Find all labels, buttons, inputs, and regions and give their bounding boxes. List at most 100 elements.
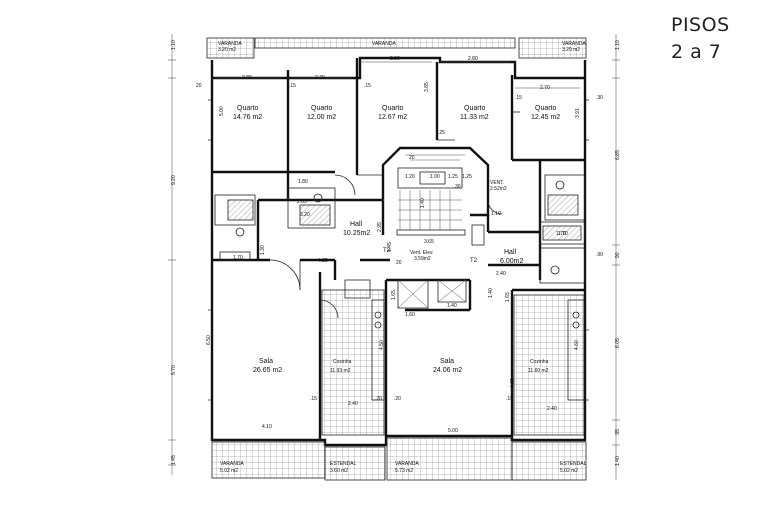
balcony-top-right-label: VARANDA <box>562 41 586 47</box>
dim-elev-2: 1.40 <box>447 303 457 309</box>
room-q4-name: Quarto <box>464 105 486 112</box>
dim-right-3: 6.05 <box>615 338 621 348</box>
room-sala-right-name: Sala <box>440 358 454 365</box>
dim-left-2: 5.70 <box>171 365 177 375</box>
balcony-bottom-mid-label: VARANDA <box>395 461 419 467</box>
vent-name: VENT. <box>490 180 504 186</box>
dim-elev-3: 1.40 <box>488 288 494 298</box>
dim-right-hall: 2.40 <box>496 271 506 277</box>
vent-elev-name: Vent. Elev. <box>410 250 434 256</box>
dim-elev-1: 1.60 <box>405 312 415 318</box>
bedroom-walls <box>212 58 585 200</box>
dim-small-7: .30 <box>596 95 603 101</box>
outer-walls <box>210 56 587 447</box>
room-q5-area: 12.45 m2 <box>531 114 560 121</box>
room-cozinha-right-name: Cozinha <box>530 359 549 365</box>
dim-wc-2: 3.20 <box>300 212 310 218</box>
dim-right-2: 90 <box>615 252 621 258</box>
dim-mid-1: 20 <box>396 260 402 266</box>
dim-top-3: 2.80 <box>390 56 400 62</box>
room-q3-name: Quarto <box>382 105 404 112</box>
room-hall-right-area: 6.00m2 <box>500 258 523 265</box>
dim-stair-3: 1.25 <box>448 174 458 180</box>
dim-bot-0: .15 <box>310 396 317 402</box>
dim-small-5: .15 <box>515 95 522 101</box>
dim-sala-w-r: 5.00 <box>448 428 458 434</box>
dim-mid-0: 4.85 <box>318 258 328 264</box>
dim-small-2: .15 <box>364 83 371 89</box>
room-sala-left-name: Sala <box>259 358 273 365</box>
room-hall-right-name: Hall <box>504 249 517 256</box>
room-sala-left-area: 26.65 m2 <box>253 367 282 374</box>
dim-bot-3: .15 <box>506 396 513 402</box>
lower-dimensions: 6.50 4.10 5.00 2.40 2.40 4.50 4.60 4.65 … <box>206 335 580 434</box>
bathroom-left <box>214 187 336 261</box>
estendal-right-label: ESTENDAL <box>560 461 587 467</box>
bottom-balconies: VARANDA 5.02 m2 ESTENDAL 3.60 m2 VARANDA… <box>211 437 587 481</box>
estendal-left-area: 3.60 m2 <box>330 468 348 474</box>
dim-bot-1: .20 <box>394 396 401 402</box>
kitchens <box>321 289 585 436</box>
dim-stair-0: 20 <box>409 155 415 161</box>
dim-mid-3: 1.10 <box>491 211 501 217</box>
balcony-top-mid-label: VARANDA <box>372 41 396 47</box>
room-sala-right-area: 24.06 m2 <box>433 367 462 374</box>
balcony-top-left-label: VARANDA <box>218 41 242 47</box>
room-q1-name: Quarto <box>237 105 259 112</box>
dim-wc-1: 1.70 <box>556 231 566 237</box>
room-q2-area: 12.00 m2 <box>307 114 336 121</box>
balcony-bottom-left-label: VARANDA <box>220 461 244 467</box>
dim-sala-w-l: 4.10 <box>262 424 272 430</box>
title-line-2: 2 a 7 <box>671 41 721 63</box>
dim-stair-1: 1.20 <box>405 174 415 180</box>
dim-elev-0: 1.65 <box>391 290 397 300</box>
room-cozinha-right-area: 11.60 m2 <box>528 368 549 374</box>
dim-left-3: 1.45 <box>171 455 177 465</box>
bathroom-right <box>539 174 586 284</box>
dim-right-0: 1.10 <box>615 40 621 50</box>
dim-small-6: 20 <box>196 83 202 89</box>
dim-q5-h: 3.91 <box>575 108 581 118</box>
room-q1-area: 14.76 m2 <box>233 114 262 121</box>
dim-right-4: .95 <box>615 429 621 436</box>
vent-area: 2.52m2 <box>490 186 507 192</box>
estendal-left-label: ESTENDAL <box>330 461 357 467</box>
dim-top-5: 2.70 <box>540 85 550 91</box>
title-line-1: PISOS <box>671 14 730 36</box>
dim-sala-r-h: 4.65 <box>510 378 516 388</box>
balcony-bottom-left-area: 5.02 m2 <box>220 468 238 474</box>
room-hall-left-name: Hall <box>350 221 363 228</box>
dim-top-2: 2.70 <box>315 75 325 81</box>
dim-stair-6: 30 <box>455 184 461 190</box>
dim-stair-4: 1.25 <box>462 174 472 180</box>
dim-q4-h: 3.85 <box>424 82 430 92</box>
left-axis: 1.10 9.20 5.70 1.45 <box>168 34 177 475</box>
room-q2-name: Quarto <box>311 105 333 112</box>
dim-elev-4: 1.65 <box>505 292 511 302</box>
room-q4-area: 11.33 m2 <box>460 114 489 121</box>
dim-small-4: .25 <box>438 130 445 136</box>
dim-left-1: 9.20 <box>171 175 177 185</box>
top-balconies: VARANDA 3.20 m2 VARANDA VARANDA 3.20 m2 <box>206 37 586 59</box>
dim-coz-w-l: 2.40 <box>348 401 358 407</box>
dim-coz-h-r: 4.60 <box>574 340 580 350</box>
dim-mid-2: 1.45 <box>387 242 393 252</box>
dim-small-1: .15 <box>289 83 296 89</box>
dim-top-4: 2.80 <box>468 56 478 62</box>
dim-coz-h-l: 4.50 <box>379 340 385 350</box>
label-t2: T2 <box>470 258 478 264</box>
mid-dimensions: 2.05 2.95 3.65 2.40 20 1.20 1.00 1.25 1.… <box>233 155 603 318</box>
dim-sala-l-h: 6.50 <box>206 335 212 345</box>
dim-stair-5: 1.40 <box>420 198 426 208</box>
dim-right-5: 1.40 <box>615 456 621 466</box>
balcony-top-left-area: 3.20 m2 <box>218 47 236 53</box>
dim-right-1: 6.85 <box>615 150 621 160</box>
top-dimensions: 2.80 2.70 2.80 2.80 2.70 .15 .15 .25 .15… <box>196 56 603 136</box>
dim-left-0: 1.10 <box>171 40 177 50</box>
label-t3: T3 <box>383 248 391 254</box>
lower-walls <box>318 272 585 440</box>
dim-mid-6: 1.70 <box>233 255 243 261</box>
balcony-bottom-mid-area: 5.73 m2 <box>395 468 413 474</box>
room-q3-area: 12.67 m2 <box>378 114 407 121</box>
